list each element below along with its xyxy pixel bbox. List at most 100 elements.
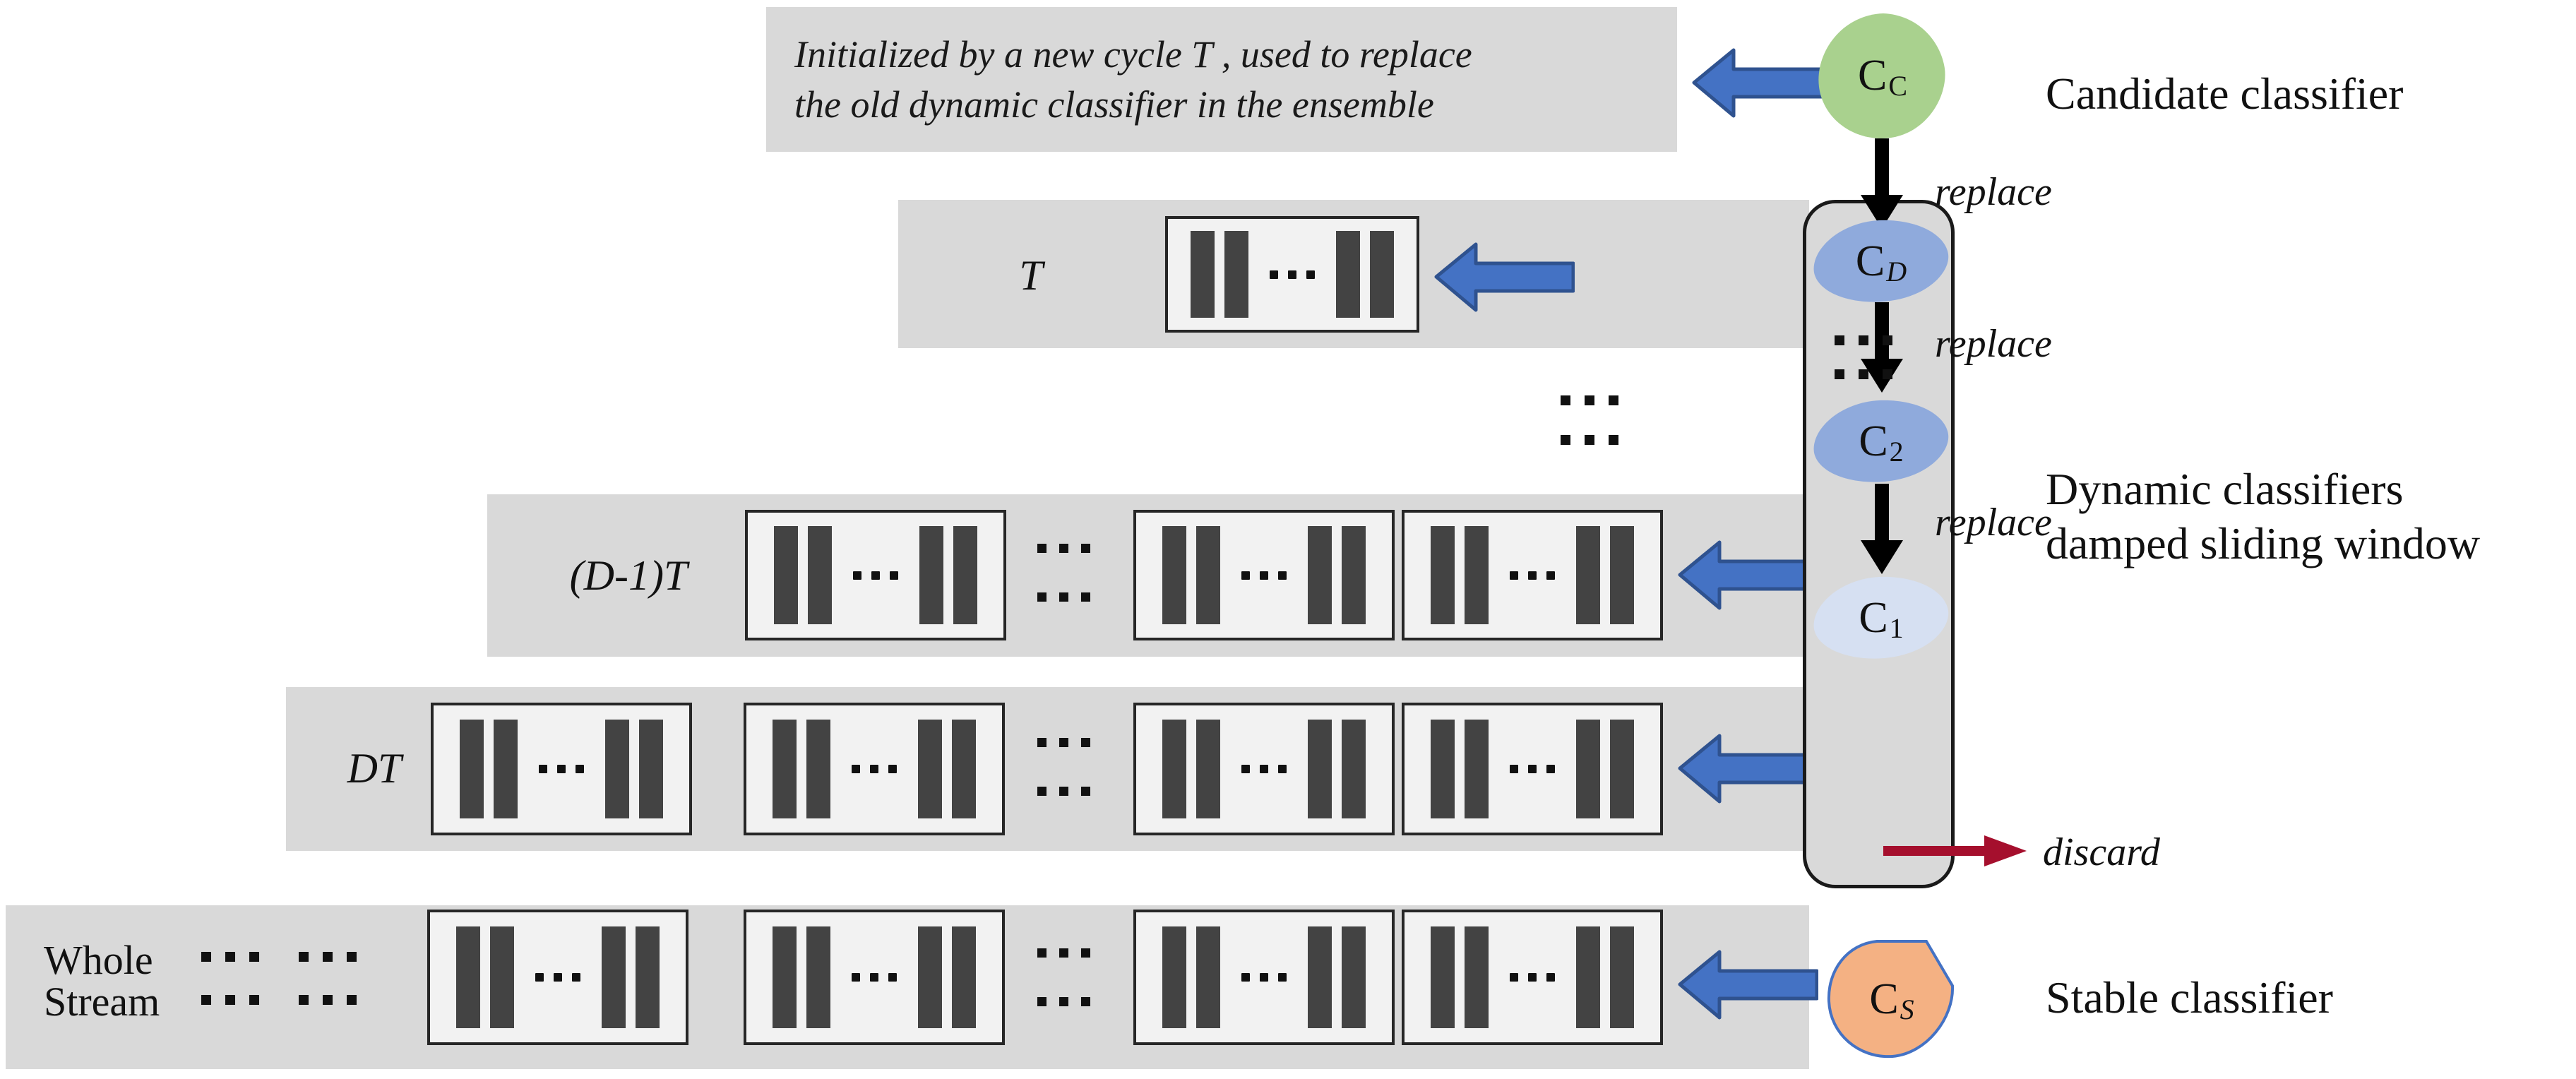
block-inner-ellipsis	[1505, 973, 1560, 982]
vertical-ellipsis-rows	[1554, 395, 1626, 445]
bar	[1576, 526, 1600, 624]
bar	[1342, 719, 1366, 819]
block-bars	[768, 912, 981, 1042]
bar	[918, 719, 942, 819]
legend-dynamic-line-1: Dynamic classifiers	[2046, 464, 2404, 514]
block-bars	[1157, 705, 1371, 833]
row-label-whole-stream: Whole Stream	[44, 939, 160, 1023]
bar	[1610, 526, 1634, 624]
bar	[773, 926, 797, 1028]
block-inner-ellipsis	[1265, 270, 1320, 279]
bar	[1162, 926, 1186, 1028]
bar	[806, 926, 830, 1028]
block-bars	[769, 513, 982, 638]
block-bars	[1157, 912, 1371, 1042]
data-block	[1133, 510, 1395, 640]
ensemble-inner-ellipsis	[1827, 335, 1900, 379]
bar	[1308, 526, 1332, 624]
callout-line-1: Initialized by a new cycle T , used to r…	[794, 33, 1472, 76]
blue-arrow-to-callout	[1691, 46, 1832, 120]
block-bars	[768, 705, 981, 833]
block-inner-ellipsis	[1236, 973, 1292, 982]
bar	[1431, 719, 1455, 819]
block-inner-ellipsis	[1236, 571, 1292, 580]
bar	[1162, 719, 1186, 819]
row-label-T: T	[1019, 251, 1043, 299]
row-label-DT: DT	[347, 744, 402, 792]
block-inner-ellipsis	[534, 765, 589, 773]
candidate-callout-box: Initialized by a new cycle T , used to r…	[766, 7, 1677, 152]
block-inner-ellipsis	[1505, 765, 1560, 773]
bar	[1196, 526, 1220, 624]
block-bars	[455, 705, 668, 833]
bar	[456, 926, 480, 1028]
replace-label-3: replace	[1935, 501, 2052, 544]
replace-arrow-2	[1854, 302, 1910, 394]
data-block	[1133, 703, 1395, 835]
data-block	[1402, 510, 1663, 640]
legend-dynamic-classifiers: Dynamic classifiers damped sliding windo…	[2046, 463, 2480, 571]
bar	[1465, 526, 1489, 624]
block-separator-ellipsis	[1031, 948, 1097, 1006]
bar	[490, 926, 514, 1028]
blue-arrow-to-row-whole-stream	[1677, 948, 1818, 1022]
bar	[1308, 719, 1332, 819]
bar	[808, 526, 832, 624]
block-inner-ellipsis	[848, 571, 903, 580]
block-bars	[1426, 705, 1639, 833]
data-block	[744, 910, 1005, 1045]
replace-label-1: replace	[1935, 170, 2052, 214]
bar	[1191, 231, 1215, 318]
bar	[1431, 526, 1455, 624]
row-label-whole: Whole	[44, 937, 153, 983]
data-block	[431, 703, 692, 835]
bar	[1342, 526, 1366, 624]
legend-stable-classifier: Stable classifier	[2046, 972, 2333, 1023]
bar	[1162, 526, 1186, 624]
bar	[1610, 719, 1634, 819]
block-bars	[1157, 513, 1371, 638]
replace-arrow-1	[1854, 138, 1910, 230]
blue-arrow-to-row-T	[1433, 240, 1575, 314]
bar	[918, 926, 942, 1028]
bar	[952, 926, 976, 1028]
bar	[1308, 926, 1332, 1028]
bar	[1576, 719, 1600, 819]
block-inner-ellipsis	[847, 765, 902, 773]
bar	[460, 719, 484, 819]
bar	[1465, 926, 1489, 1028]
blue-arrow-to-row-DT	[1677, 732, 1818, 806]
block-separator-ellipsis	[1031, 738, 1097, 796]
blue-arrow-to-row-D1T	[1677, 538, 1818, 612]
bar	[1196, 926, 1220, 1028]
block-bars	[1426, 912, 1639, 1042]
legend-dynamic-line-2: damped sliding window	[2046, 518, 2481, 568]
bar	[1610, 926, 1634, 1028]
whole-stream-ellipsis-b	[292, 952, 364, 1005]
bar	[1576, 926, 1600, 1028]
bar	[602, 926, 626, 1028]
discard-arrow	[1882, 830, 2030, 872]
bar	[953, 526, 977, 624]
block-separator-ellipsis	[1031, 544, 1097, 602]
data-block	[1133, 910, 1395, 1045]
bar	[952, 719, 976, 819]
replace-label-2: replace	[1935, 322, 2052, 366]
bar	[605, 719, 629, 819]
data-block	[427, 910, 688, 1045]
block-inner-ellipsis	[530, 973, 585, 982]
data-block	[1402, 910, 1663, 1045]
block-inner-ellipsis	[1236, 765, 1292, 773]
block-bars	[1426, 513, 1639, 638]
block-bars	[1186, 219, 1399, 330]
bar	[806, 719, 830, 819]
block-inner-ellipsis	[847, 973, 902, 982]
data-block	[1402, 703, 1663, 835]
bar	[774, 526, 798, 624]
